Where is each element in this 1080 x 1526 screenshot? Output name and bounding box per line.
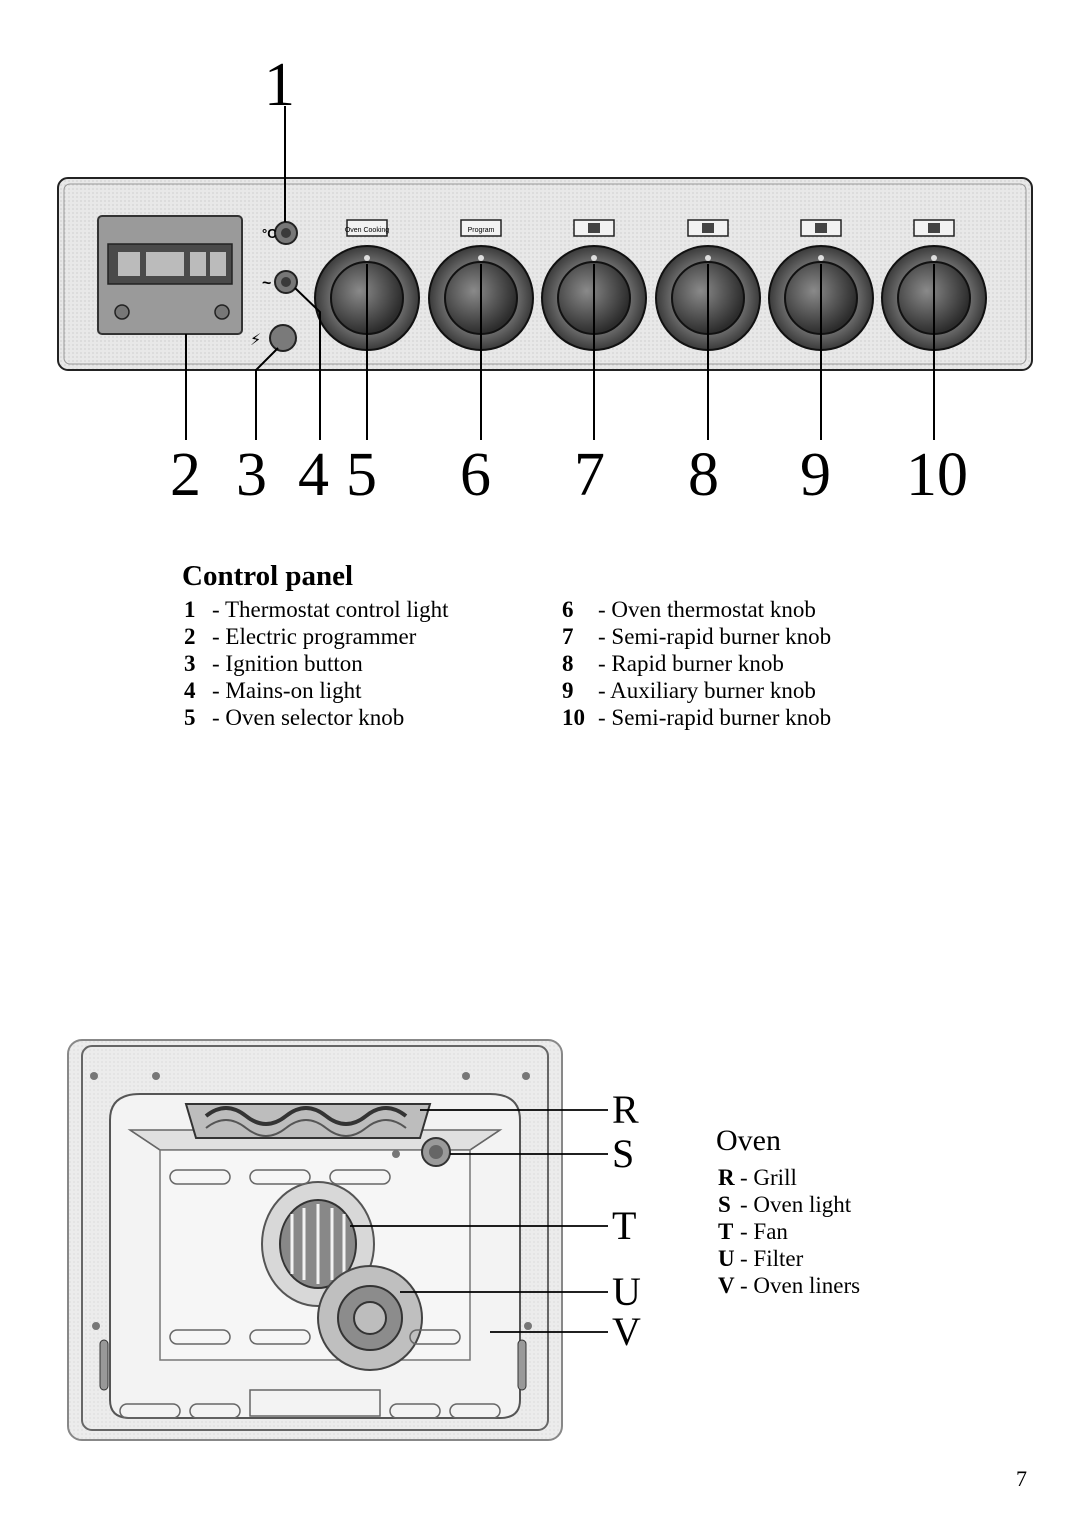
legend-label: - Oven thermostat knob	[598, 597, 816, 622]
legend-label: - Rapid burner knob	[598, 651, 784, 676]
legend-num: 2	[184, 624, 196, 649]
oven-legend-item: R- Grill	[718, 1166, 797, 1189]
legend-item: 3 - Ignition button	[184, 652, 363, 675]
legend-label: - Semi-rapid burner knob	[598, 705, 832, 730]
knob-label-plate	[346, 219, 388, 237]
oven-legend-label: - Oven light	[740, 1192, 852, 1217]
knob-label-text: Program	[468, 227, 495, 234]
oven-legend-letter: S	[718, 1192, 731, 1217]
oven-callout-s: S	[612, 1131, 635, 1176]
oven-legend-letter: U	[718, 1246, 735, 1271]
callout-lines	[185, 106, 935, 440]
knob-indicator	[931, 255, 937, 261]
oven-callout-u: U	[612, 1269, 641, 1314]
oven-legend-item: S - Oven light	[718, 1193, 851, 1216]
callout-6: 6	[460, 441, 491, 509]
legend-item: 6 - Oven thermostat knob	[562, 598, 816, 621]
legend-item: 2 - Electric programmer	[184, 625, 416, 648]
oven-illustration	[67, 1039, 563, 1441]
callout-5: 5	[346, 441, 377, 509]
legend-item: 1 - Thermostat control light	[184, 598, 449, 621]
oven-legend-item: T- Fan	[718, 1220, 788, 1243]
oven-legend-item: V- Oven liners	[718, 1274, 860, 1297]
legend-num: 5	[184, 705, 196, 730]
legend-label: - Auxiliary burner knob	[598, 678, 816, 703]
legend-item: 7 - Semi-rapid burner knob	[562, 625, 831, 648]
knob-indicator	[818, 255, 824, 261]
callout-3: 3	[236, 441, 267, 509]
knob-label-text: Oven Cooking	[345, 227, 389, 234]
legend-num: 7	[562, 624, 574, 649]
legend-item: 4 - Mains-on light	[184, 679, 362, 702]
symbol-celsius: °C	[262, 226, 277, 241]
callout-4: 4	[298, 441, 329, 509]
knob-indicator	[591, 255, 597, 261]
oven-legend-letter: R	[718, 1165, 735, 1190]
oven-title: Oven	[716, 1124, 781, 1157]
callout-2: 2	[170, 441, 201, 509]
oven-callout-lines	[350, 1109, 608, 1333]
oven-legend-letter: T	[718, 1219, 734, 1244]
symbol-mains: ~	[262, 275, 271, 292]
legend-num: 4	[184, 678, 196, 703]
oven-legend-item: U- Filter	[718, 1247, 803, 1270]
burner-icon	[702, 223, 714, 233]
legend-num: 6	[562, 597, 574, 622]
oven-legend-label: - Grill	[740, 1165, 797, 1190]
legend-num: 9	[562, 678, 574, 703]
oven-callout-t: T	[612, 1203, 637, 1248]
legend-item: 5 - Oven selector knob	[184, 706, 404, 729]
legend-num: 8	[562, 651, 574, 676]
legend-num: 1	[184, 597, 196, 622]
knob-indicator	[705, 255, 711, 261]
legend-label: - Ignition button	[212, 651, 363, 676]
control-panel-title: Control panel	[182, 560, 354, 592]
legend-label: - Electric programmer	[212, 624, 417, 649]
burner-icon	[928, 223, 940, 233]
legend-item: 10 - Semi-rapid burner knob	[562, 706, 831, 729]
burner-icon	[815, 223, 827, 233]
legend-label: - Thermostat control light	[212, 597, 449, 622]
callout-7: 7	[574, 441, 605, 509]
oven-legend-letter: V	[718, 1273, 735, 1298]
callout-10: 10	[906, 441, 968, 509]
ignition-button	[269, 324, 297, 352]
callout-8: 8	[688, 441, 719, 509]
legend-label: - Semi-rapid burner knob	[598, 624, 832, 649]
oven-legend-label: - Oven liners	[740, 1273, 861, 1298]
electric-programmer	[97, 215, 243, 335]
knob-label-plate	[460, 219, 502, 237]
legend-label: - Oven selector knob	[212, 705, 405, 730]
page-number: 7	[1016, 1466, 1027, 1491]
knob-indicator	[364, 255, 370, 261]
oven-legend-label: - Filter	[740, 1246, 804, 1271]
legend-label: - Mains-on light	[212, 678, 362, 703]
oven-callout-r: R	[612, 1087, 639, 1132]
legend-item: 9 - Auxiliary burner knob	[562, 679, 816, 702]
callout-1: 1	[264, 51, 295, 119]
oven-legend-label: - Fan	[740, 1219, 788, 1244]
oven-callout-v: V	[612, 1309, 641, 1354]
knob-indicator	[478, 255, 484, 261]
legend-num: 3	[184, 651, 196, 676]
legend-item: 8 - Rapid burner knob	[562, 652, 784, 675]
burner-icon	[588, 223, 600, 233]
symbol-ignition: ⚡	[250, 330, 261, 349]
legend-num: 10	[562, 705, 585, 730]
callout-9: 9	[800, 441, 831, 509]
